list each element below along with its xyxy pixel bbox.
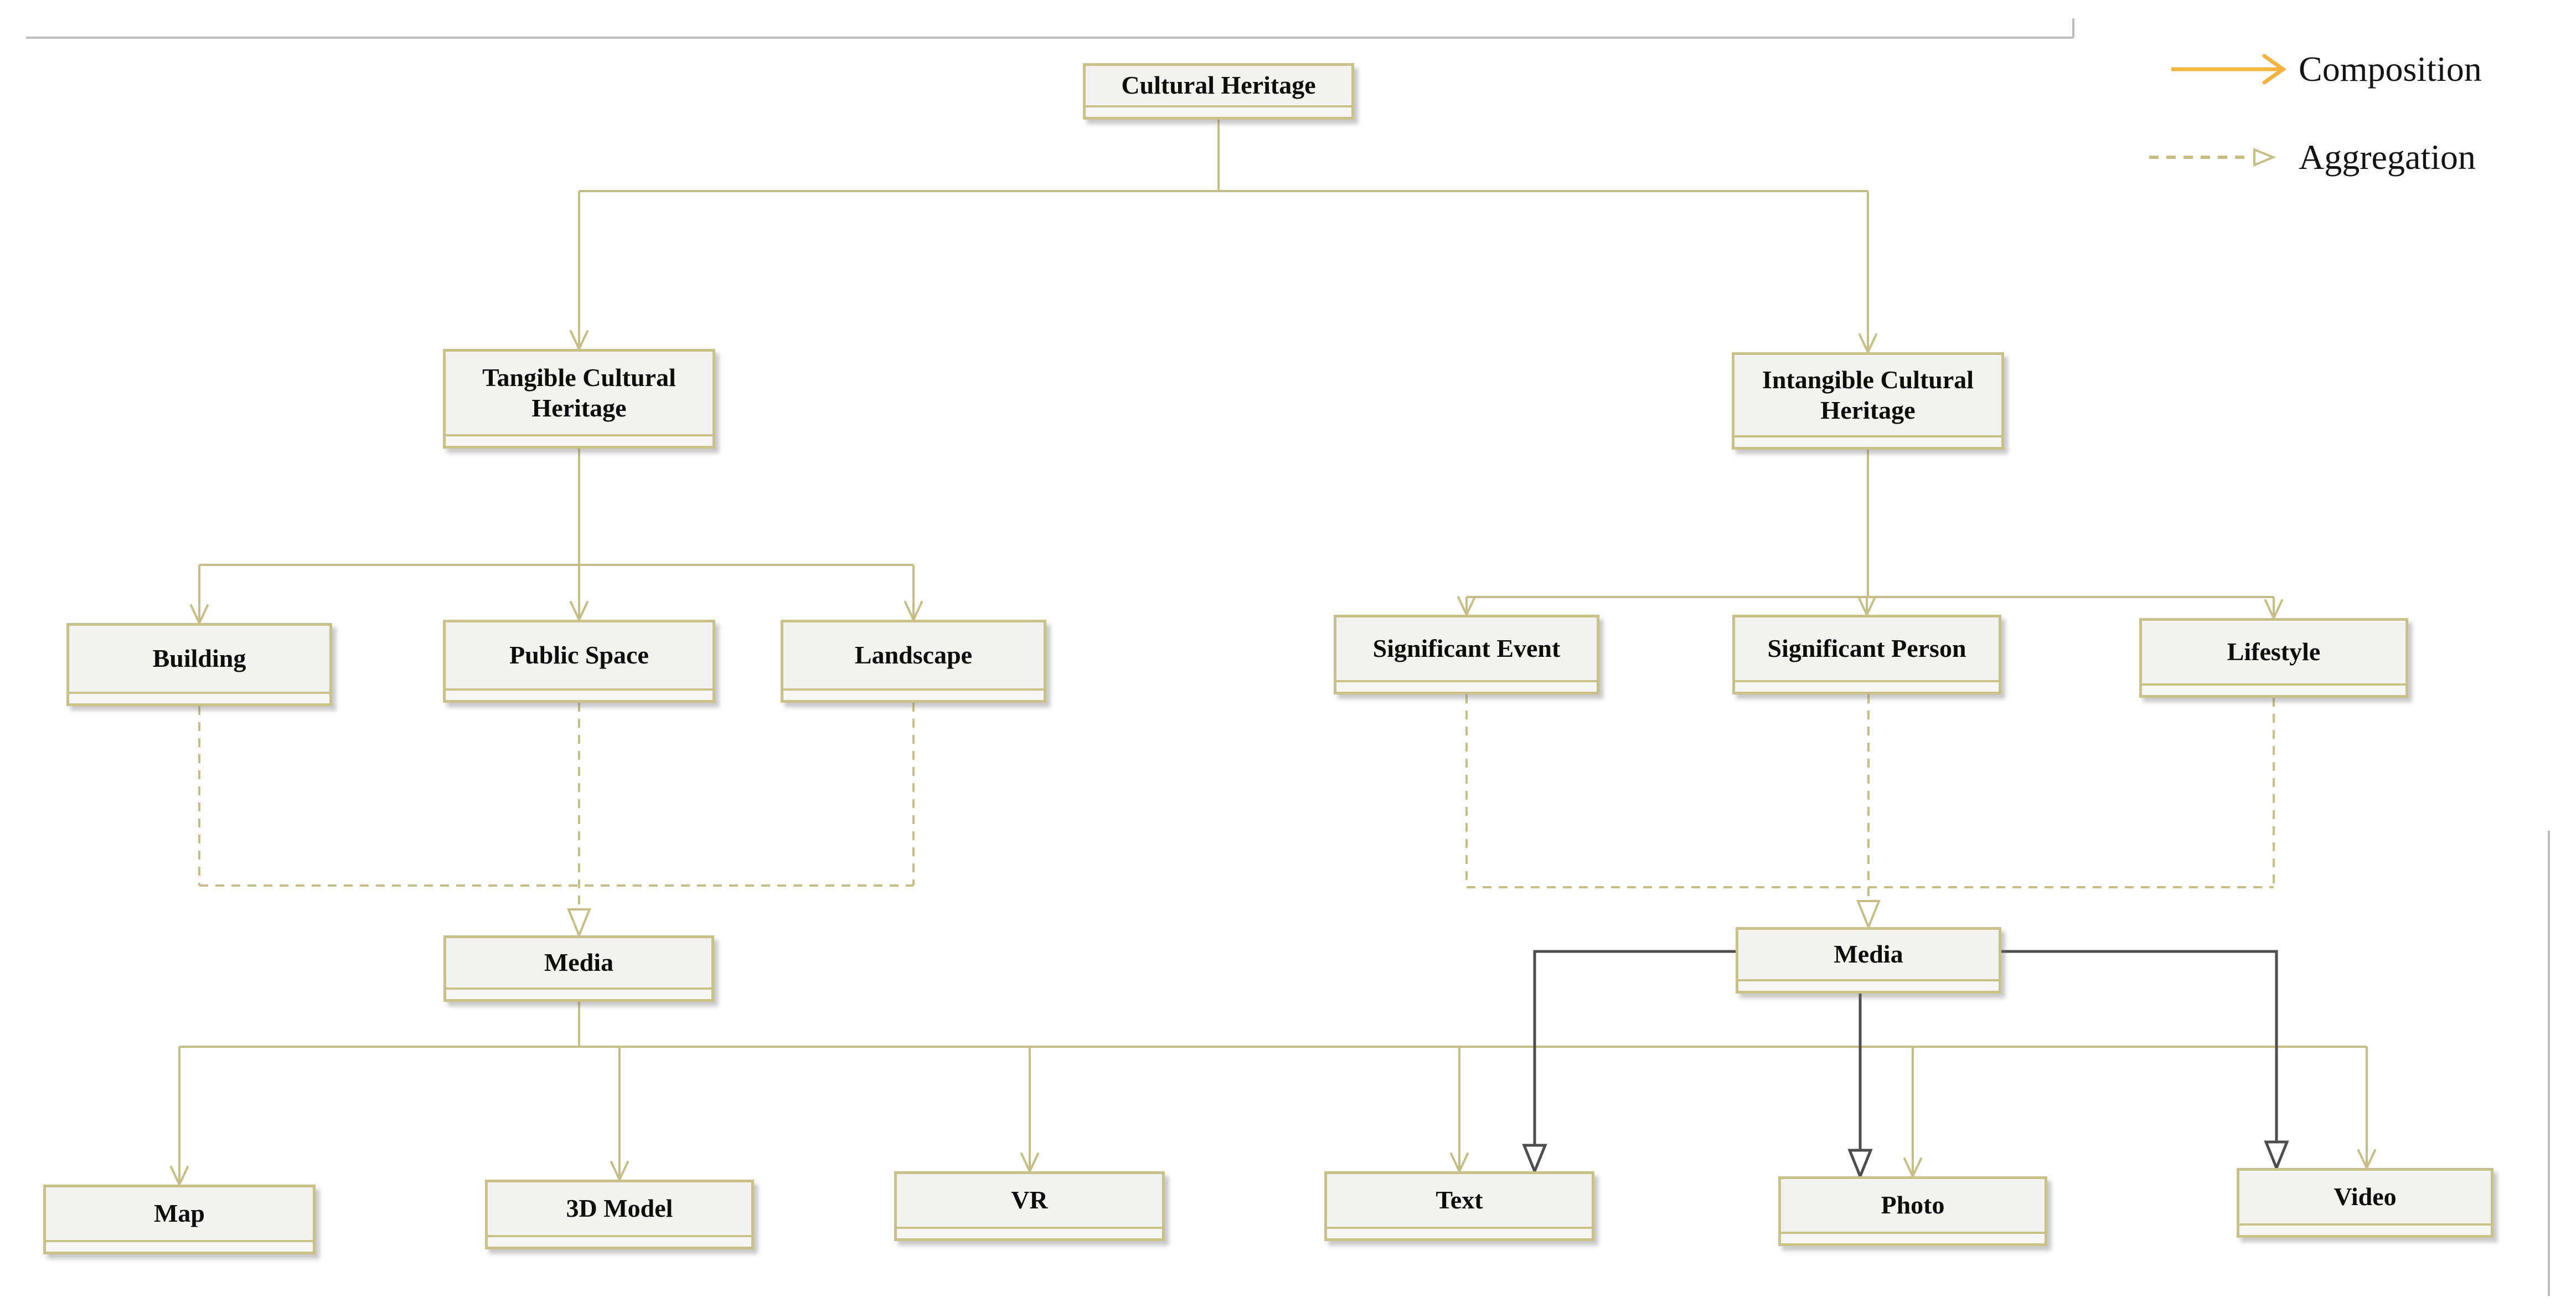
node-3d-model: 3D Model (485, 1180, 754, 1249)
node-lifestyle: Lifestyle (2139, 618, 2408, 698)
node-label: 3D Model (566, 1194, 673, 1223)
node-media-intangible: Media (1736, 927, 2001, 994)
node-label: Significant Person (1767, 634, 1966, 663)
node-attribute-compartment (1336, 680, 1597, 692)
node-map: Map (43, 1185, 316, 1254)
legend-composition-arrow (2171, 54, 2287, 85)
node-landscape: Landscape (781, 620, 1046, 703)
node-label: Intangible Cultural Heritage (1762, 366, 1974, 424)
node-attribute-compartment (446, 688, 713, 700)
node-label: Video (2334, 1182, 2397, 1211)
legend-aggregation-arrow (2149, 148, 2276, 167)
node-attribute-compartment (446, 987, 711, 999)
composition-arrowheads (170, 330, 2376, 1187)
node-attribute-compartment (897, 1227, 1162, 1238)
node-significant-event: Significant Event (1334, 615, 1599, 694)
node-label: Media (1834, 940, 1903, 969)
composition-connectors (178, 120, 2368, 1182)
node-attribute-compartment (2142, 683, 2405, 695)
media-dark-arrowheads (1522, 1140, 2289, 1180)
node-media-tangible: Media (443, 935, 714, 1002)
page-border-artifact (26, 18, 2550, 1296)
node-label: Map (154, 1199, 205, 1228)
node-attribute-compartment (1734, 435, 2001, 447)
node-attribute-compartment (1735, 680, 1999, 692)
node-attribute-compartment (783, 688, 1044, 700)
node-text: Text (1324, 1171, 1594, 1241)
node-attribute-compartment (488, 1235, 751, 1247)
legend-label-composition: Composition (2299, 49, 2482, 89)
aggregation-arrowheads (567, 900, 1881, 939)
node-tangible-cultural-heritage: Tangible Cultural Heritage (443, 349, 715, 449)
node-label: Text (1436, 1186, 1483, 1215)
node-vr: VR (894, 1171, 1165, 1241)
node-attribute-compartment (1086, 105, 1351, 117)
node-significant-person: Significant Person (1732, 615, 2001, 694)
node-label: Public Space (509, 641, 649, 670)
node-photo: Photo (1778, 1176, 2047, 1246)
node-attribute-compartment (2239, 1223, 2491, 1235)
node-attribute-compartment (1781, 1232, 2045, 1243)
node-intangible-cultural-heritage: Intangible Cultural Heritage (1732, 352, 2004, 450)
node-building: Building (66, 623, 332, 706)
legend-label-aggregation: Aggregation (2299, 137, 2476, 177)
media-dark-connectors (1533, 950, 2278, 1149)
node-label: Landscape (854, 641, 973, 670)
node-label: Significant Event (1372, 634, 1561, 663)
node-video: Video (2237, 1168, 2494, 1238)
node-label: Media (544, 948, 614, 977)
node-label: VR (1011, 1186, 1048, 1215)
node-attribute-compartment (69, 692, 329, 703)
node-public-space: Public Space (443, 620, 715, 703)
node-attribute-compartment (446, 434, 713, 446)
node-label: Tangible Cultural Heritage (482, 363, 676, 422)
node-label: Cultural Heritage (1121, 71, 1316, 100)
node-attribute-compartment (46, 1240, 313, 1252)
node-label: Lifestyle (2227, 637, 2321, 666)
node-label: Building (152, 644, 246, 673)
node-cultural-heritage: Cultural Heritage (1083, 63, 1354, 120)
aggregation-connectors (198, 694, 2275, 909)
node-label: Photo (1881, 1191, 1945, 1219)
node-attribute-compartment (1327, 1227, 1592, 1238)
node-attribute-compartment (1738, 979, 1999, 991)
